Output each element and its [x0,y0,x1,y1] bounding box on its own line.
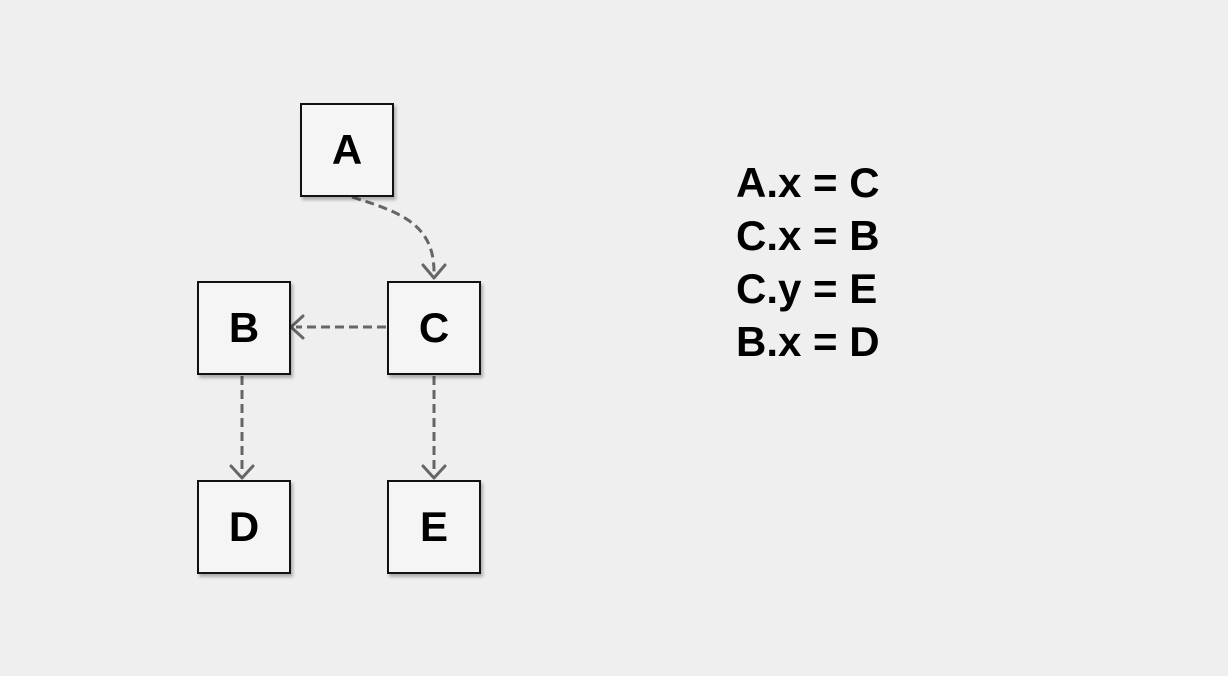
assignment-line: A.x = C [736,159,880,206]
node-e: E [387,480,481,574]
node-c: C [387,281,481,375]
node-a-label: A [331,126,363,173]
arrowhead-b-to-d [229,464,255,480]
arrowhead-c-to-e [421,464,447,480]
node-d-label: D [228,503,260,550]
node-b-label: B [228,304,260,351]
arrowhead-c-to-b [289,314,305,340]
node-b: B [197,281,291,375]
node-a: A [300,103,394,197]
node-c-label: C [418,304,450,351]
node-d: D [197,480,291,574]
node-e-label: E [419,503,448,550]
edge-a-to-c [351,195,436,273]
assignment-line: C.x = B [736,212,880,259]
arrowhead-a-to-c [421,263,447,280]
assignment-line: C.y = E [736,265,878,312]
assignment-line: B.x = D [736,318,880,365]
assignment-list: A.x = C C.x = B C.y = E B.x = D [736,156,880,368]
